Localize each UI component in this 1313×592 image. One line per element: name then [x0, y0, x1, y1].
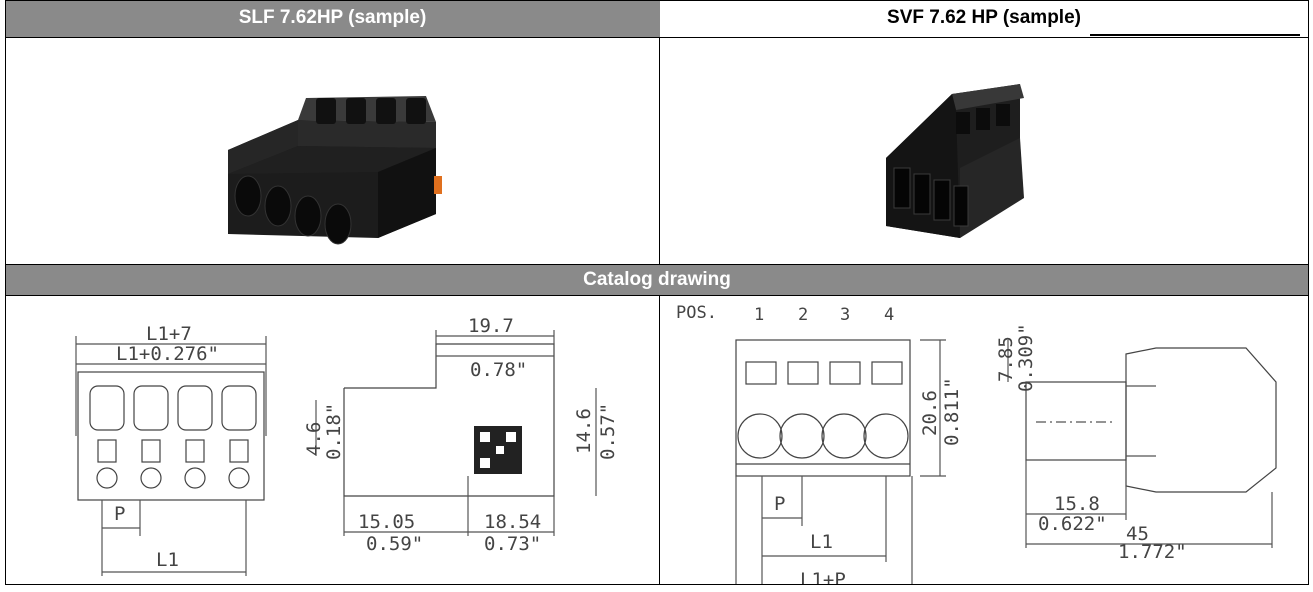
- catalog-title: Catalog drawing: [583, 269, 731, 290]
- left-sample-title: SLF 7.62HP (sample): [238, 7, 427, 28]
- header-left-sample: SLF 7.62HP (sample): [5, 0, 660, 38]
- pos-4: 4: [884, 305, 894, 325]
- front-top-dim-in: L1+0.276": [116, 343, 219, 365]
- side-left-in-r: 0.309": [1015, 323, 1037, 392]
- side-bottom-right-mm: 18.54: [484, 511, 541, 533]
- side-right-in: 0.57": [597, 403, 619, 460]
- pos-2: 2: [798, 305, 808, 325]
- front-height-mm: 20.6: [919, 390, 941, 436]
- front-height-in: 0.811": [941, 377, 963, 446]
- front-l1p: L1+P: [800, 569, 846, 584]
- pos-1: 1: [754, 305, 764, 325]
- slf-connector-photo: [228, 96, 442, 245]
- side-mid-in: 0.622": [1038, 513, 1107, 535]
- left-sample-photo-cell: [5, 37, 660, 265]
- right-catalog-drawing-cell: POS. 1 2 3 4: [659, 295, 1309, 585]
- spec-table: SLF 7.62HP (sample) SVF 7.62 HP (sample): [5, 0, 1309, 585]
- right-sample-title: SVF 7.62 HP (sample): [887, 7, 1081, 28]
- header-underline: [1090, 34, 1300, 36]
- pos-label: POS.: [676, 303, 717, 323]
- svf-connector-photo: [886, 84, 1024, 238]
- product-sheet: SLF 7.62HP (sample) SVF 7.62 HP (sample): [5, 0, 1309, 592]
- header-right-sample: SVF 7.62 HP (sample): [659, 0, 1309, 38]
- front-pitch: P: [114, 503, 125, 525]
- side-right-mm: 14.6: [573, 408, 595, 454]
- side-top-mm: 19.7: [468, 315, 514, 337]
- front-l1-r: L1: [810, 531, 833, 553]
- front-top-dim-mm: L1+7: [146, 323, 192, 345]
- side-mid-mm: 15.8: [1054, 493, 1100, 515]
- side-bottom-left-in: 0.59": [366, 533, 423, 555]
- side-bottom-left-mm: 15.05: [358, 511, 415, 533]
- side-top-in: 0.78": [470, 359, 527, 381]
- front-l1: L1: [156, 549, 179, 571]
- slf-catalog-drawing: L1+7 L1+0.276": [75, 315, 619, 576]
- svf-catalog-drawing: POS. 1 2 3 4: [676, 303, 1277, 584]
- left-catalog-drawing-cell: L1+7 L1+0.276": [5, 295, 660, 585]
- header-catalog: Catalog drawing: [5, 264, 1309, 296]
- front-pitch-r: P: [774, 493, 785, 515]
- side-left-in: 0.18": [323, 403, 345, 460]
- side-total-in: 1.772": [1118, 541, 1187, 563]
- side-total-mm: 45: [1126, 523, 1149, 545]
- side-left-mm: 4.6: [303, 422, 325, 456]
- right-sample-photo-cell: [659, 37, 1309, 265]
- side-left-mm-r: 7.85: [995, 336, 1017, 382]
- side-bottom-right-in: 0.73": [484, 533, 541, 555]
- pos-3: 3: [840, 305, 850, 325]
